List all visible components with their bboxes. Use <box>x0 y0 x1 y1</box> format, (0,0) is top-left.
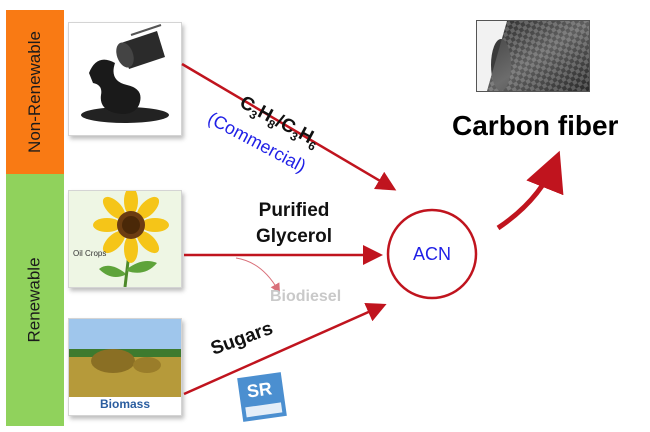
carbon-fiber-title: Carbon fiber <box>452 110 619 141</box>
oil-barrel-spill-icon <box>81 24 169 123</box>
renewable-band: Renewable <box>6 174 64 426</box>
sr-logo-letters: SR <box>245 378 274 402</box>
glycerol-label: Purified Glycerol <box>256 198 332 250</box>
non-renewable-band: Non-Renewable <box>6 10 64 174</box>
arrow-propane-to-acn <box>181 62 397 191</box>
biomass-label: Biomass <box>99 397 151 411</box>
hay-field-icon <box>69 319 181 397</box>
glycerol-line-1: Purified <box>258 200 330 221</box>
oil-source-image <box>68 22 182 136</box>
sunflower-icon <box>69 191 181 287</box>
acn-label: ACN <box>413 244 452 264</box>
acn-circle <box>386 208 478 300</box>
carbon-fiber-weave-icon <box>477 21 589 91</box>
oil-crops-label: Oil Crops <box>73 249 107 258</box>
southern-research-logo-icon <box>237 372 287 422</box>
carbon-fiber-image <box>476 20 590 92</box>
biomass-image: Biomass <box>68 318 182 416</box>
biodiesel-label: Biodiesel <box>270 288 342 305</box>
arrow-to-biodiesel <box>235 257 280 294</box>
arrow-acn-to-carbon-fiber <box>496 150 564 231</box>
arrow-sugars-to-acn <box>183 302 387 396</box>
oil-crops-image: Oil Crops <box>68 190 182 288</box>
glycerol-line-2: Glycerol <box>256 226 333 247</box>
